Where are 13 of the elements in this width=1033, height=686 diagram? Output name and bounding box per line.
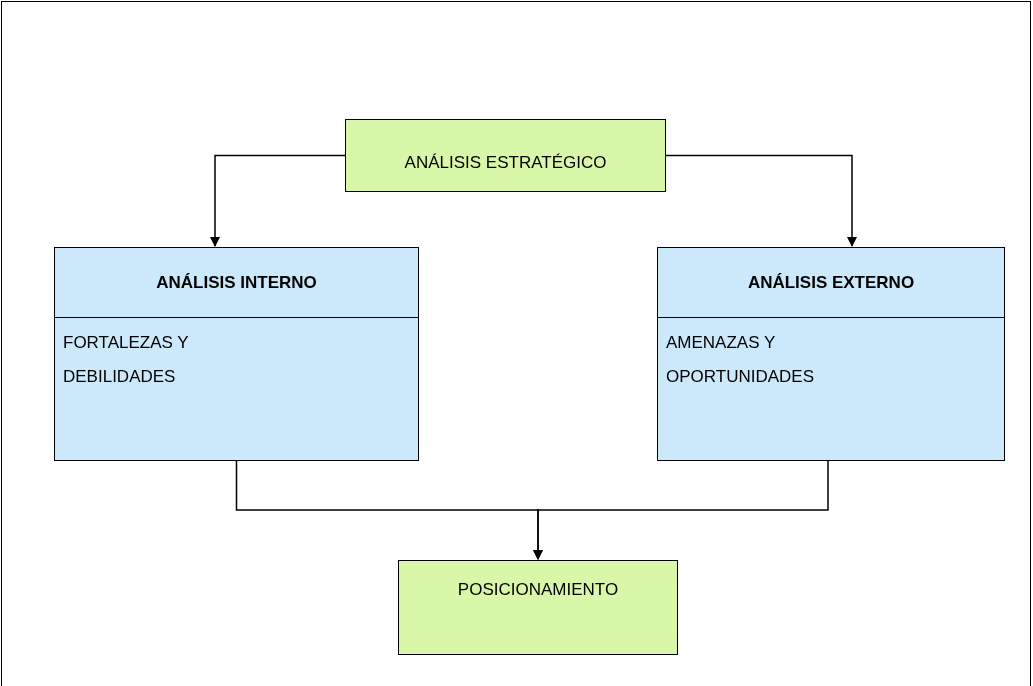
- process-box: [54, 247, 419, 461]
- process-box: [398, 560, 678, 655]
- box-heading: ANÁLISIS INTERNO: [55, 248, 418, 318]
- connector-arrow: [665, 154, 857, 247]
- box-text: POSICIONAMIENTO: [456, 579, 620, 601]
- box-heading: ANÁLISIS EXTERNO: [658, 248, 1004, 318]
- connector-arrow: [210, 154, 346, 247]
- connector-arrow: [533, 460, 829, 560]
- box-text: ANÁLISIS ESTRATÉGICO: [403, 152, 608, 174]
- box-text: FORTALEZAS Y DEBILIDADES: [62, 332, 190, 388]
- process-box: [657, 247, 1005, 461]
- process-box: [345, 119, 666, 192]
- box-text: AMENAZAS Y OPORTUNIDADES: [665, 332, 815, 388]
